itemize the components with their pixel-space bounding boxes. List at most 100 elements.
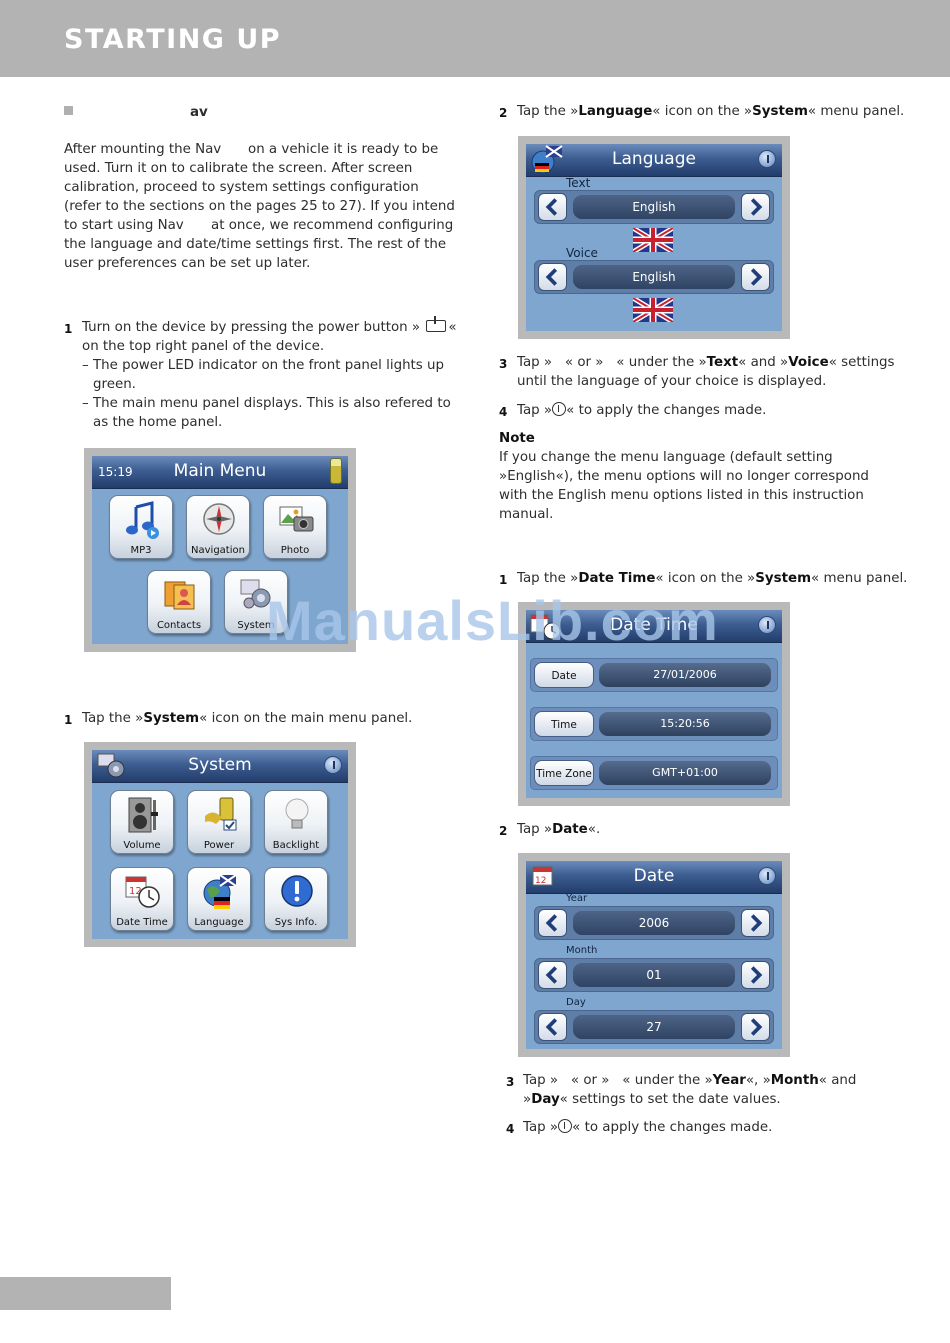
year-selector: 2006 bbox=[534, 906, 774, 940]
stepF-line2-pre: » bbox=[523, 1092, 532, 1107]
time-zone-button[interactable]: Time Zone bbox=[534, 760, 594, 786]
tile-label: Volume bbox=[123, 840, 161, 851]
stepB-d: « and » bbox=[738, 355, 789, 370]
year-next-button[interactable] bbox=[741, 909, 770, 937]
stepA-post: « menu panel. bbox=[807, 104, 905, 119]
system-menu-screenshot: System Volume Power Ba bbox=[84, 742, 356, 947]
intro-line-1b: on a vehicle it is ready to be bbox=[248, 142, 439, 157]
music-note-icon bbox=[126, 501, 159, 539]
tile-sys-info[interactable]: Sys Info. bbox=[264, 867, 328, 931]
info-circle-icon bbox=[558, 1119, 573, 1133]
tile-backlight[interactable]: Backlight bbox=[264, 790, 328, 854]
stepA-bold1: Language bbox=[578, 104, 653, 119]
stepA-pre: Tap the » bbox=[517, 104, 579, 119]
language-screenshot: Language Text English Voice English bbox=[518, 136, 790, 339]
stepD-post: « menu panel. bbox=[811, 571, 908, 586]
stepD-mid: « icon on the » bbox=[655, 571, 756, 586]
tile-label: Photo bbox=[280, 545, 310, 556]
system-menu-title: System bbox=[188, 755, 252, 775]
intro-line-5a: to start using Nav bbox=[64, 218, 184, 233]
note-title: Note bbox=[499, 431, 535, 446]
time-row: Time 15:20:56 bbox=[530, 707, 778, 741]
info-circle-icon bbox=[552, 402, 567, 416]
date-time-titlebar: Date Time bbox=[526, 610, 782, 643]
calendar-clock-icon: 12 bbox=[125, 876, 160, 908]
day-label: Day bbox=[566, 997, 586, 1008]
tile-power[interactable]: Power bbox=[187, 790, 251, 854]
day-next-button[interactable] bbox=[741, 1013, 770, 1041]
note-line-3: with the English menu options listed in … bbox=[499, 488, 864, 503]
compass-icon bbox=[203, 503, 235, 535]
tile-contacts[interactable]: Contacts bbox=[147, 570, 211, 634]
tile-volume[interactable]: Volume bbox=[110, 790, 174, 854]
uk-flag-icon bbox=[633, 298, 673, 322]
step-number: 3 bbox=[499, 357, 508, 371]
header-band bbox=[0, 0, 950, 77]
date-button[interactable]: Date bbox=[534, 662, 594, 688]
stepB-bold2: Voice bbox=[788, 355, 829, 370]
text-next-button[interactable] bbox=[741, 193, 770, 221]
year-prev-button[interactable] bbox=[538, 909, 567, 937]
intro-line-3: calibration, proceed to system settings … bbox=[64, 180, 419, 195]
text-language-selector: English bbox=[534, 190, 774, 224]
text-label: Text bbox=[566, 176, 591, 190]
intro-line-1a: After mounting the Nav bbox=[64, 142, 222, 157]
month-selector: 01 bbox=[534, 958, 774, 992]
date-row: Date 27/01/2006 bbox=[530, 658, 778, 692]
system-gear-icon bbox=[97, 753, 125, 778]
date-time-title: Date Time bbox=[610, 615, 698, 635]
time-zone-value: GMT+01:00 bbox=[599, 761, 771, 785]
stepF-bold2: Month bbox=[770, 1073, 819, 1088]
intro-line-4: (refer to the sections on the pages 25 t… bbox=[64, 199, 455, 214]
text-prev-button[interactable] bbox=[538, 193, 567, 221]
tile-language[interactable]: Language bbox=[187, 867, 251, 931]
voice-prev-button[interactable] bbox=[538, 263, 567, 291]
tile-mp3[interactable]: MP3 bbox=[109, 495, 173, 559]
language-titlebar: Language bbox=[526, 144, 782, 177]
stepF-line1: Tap » « or » « under the »Year«, »Month«… bbox=[523, 1071, 856, 1090]
month-prev-button[interactable] bbox=[538, 961, 567, 989]
stepF-bold1: Year bbox=[712, 1073, 746, 1088]
step2-text-post: « icon on the main menu panel. bbox=[199, 711, 413, 726]
step2-line: Tap the »System« icon on the main menu p… bbox=[82, 709, 412, 728]
info-icon[interactable] bbox=[324, 756, 342, 774]
light-bulb-icon bbox=[285, 798, 309, 829]
language-title: Language bbox=[612, 149, 696, 169]
info-icon[interactable] bbox=[758, 867, 776, 885]
info-icon[interactable] bbox=[758, 616, 776, 634]
stepA-bold2: System bbox=[752, 104, 808, 119]
step-number: 1 bbox=[64, 322, 73, 336]
note-line-4: manual. bbox=[499, 507, 554, 522]
step-number: 4 bbox=[499, 405, 508, 419]
tile-photo[interactable]: Photo bbox=[263, 495, 327, 559]
tile-label: Language bbox=[194, 917, 244, 928]
stepE-post: «. bbox=[587, 822, 601, 837]
day-prev-button[interactable] bbox=[538, 1013, 567, 1041]
stepF-b: « or » bbox=[570, 1073, 610, 1088]
contacts-icon bbox=[164, 581, 195, 610]
main-menu-screen: 15:19 Main Menu MP3 Navigation bbox=[92, 456, 348, 644]
info-icon[interactable] bbox=[758, 150, 776, 168]
month-label: Month bbox=[566, 945, 598, 956]
tile-navigation[interactable]: Navigation bbox=[186, 495, 250, 559]
tile-system[interactable]: System bbox=[224, 570, 288, 634]
arrow-right-icon bbox=[750, 198, 763, 216]
time-value: 15:20:56 bbox=[599, 712, 771, 736]
time-button[interactable]: Time bbox=[534, 711, 594, 737]
step2-text-pre: Tap the » bbox=[82, 711, 144, 726]
tile-label: System bbox=[237, 620, 275, 631]
voice-next-button[interactable] bbox=[741, 263, 770, 291]
stepG-b: « to apply the changes made. bbox=[572, 1120, 773, 1135]
stepG-a: Tap » bbox=[523, 1120, 559, 1135]
step1-sub1-b: green. bbox=[93, 377, 136, 392]
globe-flag-icon bbox=[203, 874, 237, 909]
voice-language-selector: English bbox=[534, 260, 774, 294]
stepB-bold1: Text bbox=[706, 355, 739, 370]
arrow-right-icon bbox=[750, 268, 763, 286]
stepC-b: « to apply the changes made. bbox=[566, 403, 767, 418]
tile-date-time[interactable]: 12 Date Time bbox=[110, 867, 174, 931]
step2-text-bold: System bbox=[143, 711, 200, 726]
intro-line-2: used. Turn it on to calibrate the screen… bbox=[64, 161, 413, 176]
step1-sub1-a: – The power LED indicator on the front p… bbox=[82, 358, 445, 373]
month-next-button[interactable] bbox=[741, 961, 770, 989]
